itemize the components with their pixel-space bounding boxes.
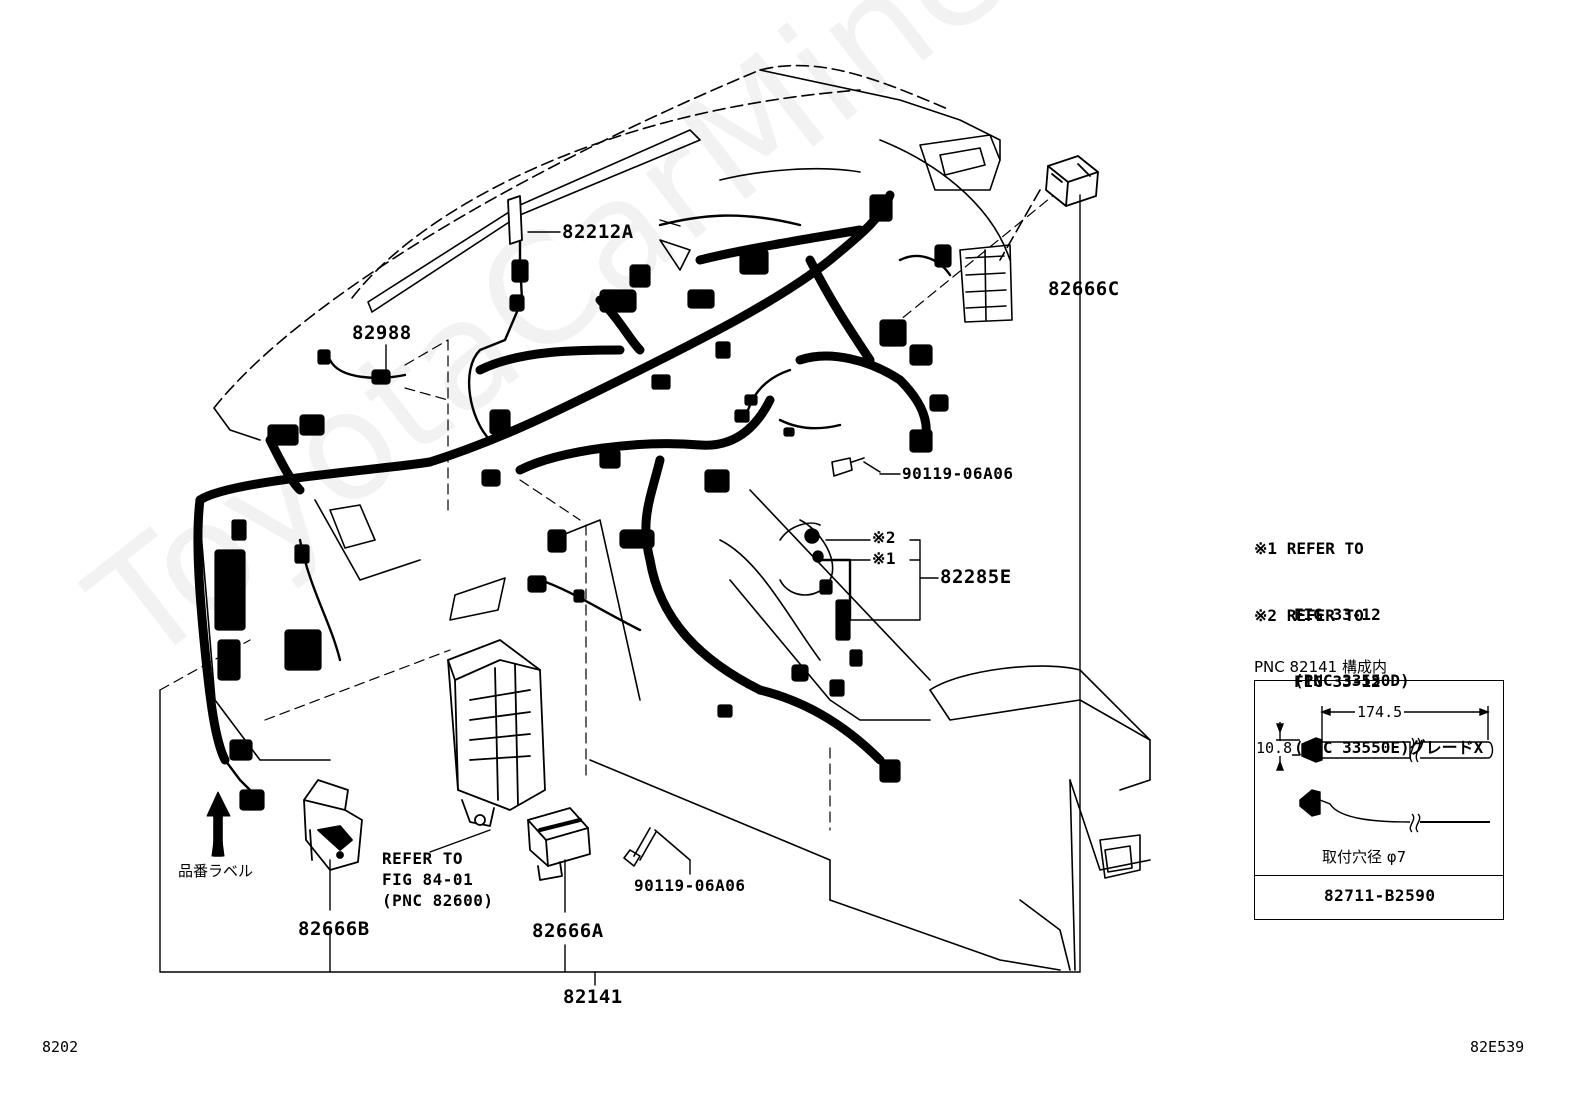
dimension-height: 10.8 bbox=[1256, 739, 1293, 757]
part-number-label-note: 品番ラベル bbox=[178, 862, 254, 880]
footer-figure-code: 82E539 bbox=[1470, 1038, 1525, 1056]
callout-mark-1: ※1 bbox=[872, 549, 897, 568]
callout-90119-upper: 90119-06A06 bbox=[902, 464, 1014, 483]
note-2-mark: ※2 bbox=[1254, 606, 1278, 625]
mounting-hole-label: 取付穴径 φ7 bbox=[1322, 848, 1407, 866]
note-1-line-2: FIG 33-12 bbox=[1294, 605, 1381, 624]
inset-separator bbox=[1255, 875, 1503, 876]
indicator-markers bbox=[804, 528, 824, 563]
refer-note: REFER TO FIG 84-01 (PNC 82600) bbox=[382, 848, 493, 911]
note-2-line-1: REFER TO bbox=[1286, 606, 1364, 625]
wire-harness-detail bbox=[223, 198, 952, 802]
callout-82666C: 82666C bbox=[1048, 278, 1120, 300]
note-1-mark: ※1 bbox=[1254, 539, 1278, 558]
label-arrow bbox=[206, 791, 231, 857]
inset-heading: PNC 82141 構成内 bbox=[1254, 658, 1387, 676]
callout-82666A: 82666A bbox=[532, 920, 604, 942]
callout-82666B: 82666B bbox=[298, 918, 370, 940]
relay-b bbox=[303, 779, 363, 871]
console-outline bbox=[199, 489, 1151, 971]
note-2-line-2: FIG 33-12 bbox=[1294, 672, 1381, 691]
wire-harness bbox=[193, 190, 931, 765]
dimension-length: 174.5 bbox=[1355, 703, 1405, 721]
callout-90119-lower: 90119-06A06 bbox=[634, 876, 746, 895]
refer-line-1: REFER TO bbox=[382, 849, 464, 868]
callout-82212A: 82212A bbox=[562, 221, 634, 243]
inset-detail-box bbox=[1254, 680, 1504, 920]
connector-c bbox=[1045, 155, 1099, 207]
footer-page-code: 8202 bbox=[42, 1038, 79, 1056]
junction-block bbox=[447, 639, 546, 827]
connectors bbox=[214, 194, 952, 811]
note-1-line-1: REFER TO bbox=[1286, 539, 1364, 558]
inset-part-number: 82711-B2590 bbox=[1324, 886, 1436, 905]
note-2: ※2 REFER TO FIG 33-12 (PNC 33550E)グレードX bbox=[1254, 561, 1483, 803]
grommet bbox=[507, 195, 523, 245]
refer-line-3: (PNC 82600) bbox=[382, 891, 494, 910]
refer-line-2: FIG 84-01 bbox=[382, 870, 474, 889]
callout-mark-2: ※2 bbox=[872, 528, 897, 547]
bolt-upper bbox=[831, 457, 881, 477]
leader-lines bbox=[159, 189, 1061, 831]
callout-82141: 82141 bbox=[563, 986, 623, 1008]
relay-a bbox=[527, 807, 591, 881]
callout-lines bbox=[159, 194, 1081, 986]
dashboard-outline bbox=[213, 64, 1041, 409]
callout-82988: 82988 bbox=[352, 322, 412, 344]
callout-82285E: 82285E bbox=[940, 566, 1012, 588]
note-2-line-3: (PNC 33550E)グレードX bbox=[1294, 738, 1484, 757]
bolt-lower bbox=[623, 827, 691, 867]
